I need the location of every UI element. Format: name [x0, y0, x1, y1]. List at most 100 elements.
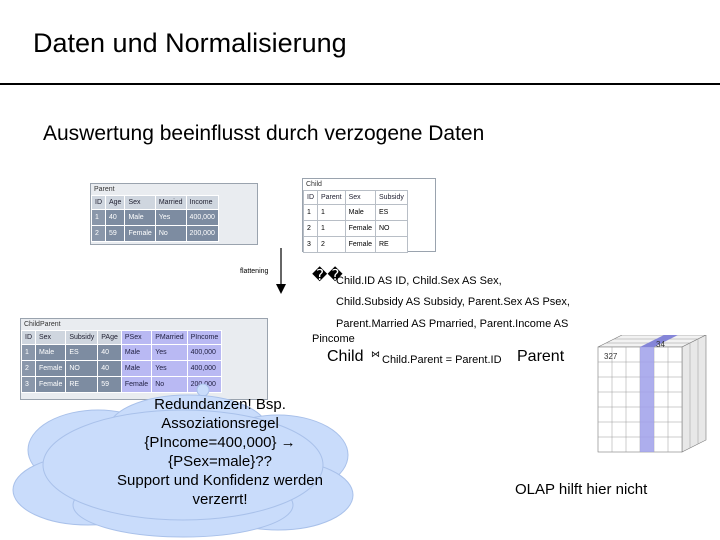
table-cell: ES — [65, 344, 99, 361]
table-cell: ES — [374, 204, 408, 221]
table-cell: RE — [65, 376, 99, 393]
cloud-line: Support und Konfidenz werden — [117, 472, 323, 489]
table-header-cell: Subsidy — [65, 330, 99, 345]
table-header-cell: PAge — [97, 330, 122, 345]
cube-label: 34 — [656, 340, 665, 349]
table-header-cell: Sex — [34, 330, 67, 345]
sql-line-3: Parent.Married AS Pmarried, Parent.Incom… — [336, 318, 569, 330]
slide-title: Daten und Normalisierung — [33, 28, 347, 58]
table-header-cell: PSex — [120, 330, 153, 345]
table-cell: Male — [124, 209, 156, 226]
sql-line-4: Pincome — [312, 333, 355, 345]
table-cell: 400,000 — [185, 209, 219, 226]
table-header-cell: PMarried — [151, 330, 188, 345]
table-cell: 59 — [97, 376, 122, 393]
cube-label: 9 — [656, 352, 661, 361]
cube-label: 327 — [604, 352, 618, 361]
cloud-line: Redundanzen! Bsp. — [154, 396, 286, 413]
table-cell: Yes — [154, 209, 187, 226]
cloud-line: Assoziationsregel — [161, 415, 279, 432]
table-cell: No — [151, 376, 188, 393]
olap-note: OLAP hilft hier nicht — [515, 481, 648, 498]
table-cell: 1 — [317, 204, 346, 221]
table-cell: RE — [374, 236, 408, 253]
table-header-cell: ID — [303, 190, 318, 205]
unknown-glyph-icon: �� — [312, 266, 343, 284]
table-header-cell: Sex — [344, 190, 376, 205]
table-cell: 1 — [21, 344, 36, 361]
join-right-table: Parent — [517, 348, 565, 365]
table-header-cell: PIncome — [186, 330, 223, 345]
table-cell: 400,000 — [186, 360, 223, 377]
table-cell: NO — [374, 220, 408, 237]
table-cell: 40 — [104, 209, 126, 226]
table-header-cell: Sex — [124, 195, 156, 210]
flatten-label: flattening — [240, 268, 269, 275]
table-header-cell: ID — [91, 195, 106, 210]
sql-line-1: Child.ID AS ID, Child.Sex AS Sex, — [336, 275, 502, 287]
table-cell: 40 — [97, 360, 122, 377]
table-cell: Yes — [151, 344, 188, 361]
table-cell: Female — [344, 236, 376, 253]
table-cell: 3 — [303, 236, 318, 253]
table-cell: 2 — [21, 360, 36, 377]
sql-line-2: Child.Subsidy AS Subsidy, Parent.Sex AS … — [336, 296, 570, 308]
join-condition: Child.Parent = Parent.ID — [382, 354, 502, 366]
table-header-cell: Subsidy — [374, 190, 408, 205]
join-icon: ⋈ — [371, 349, 380, 359]
cloud-line: {PSex=male}?? — [168, 453, 272, 470]
table-cell: 1 — [303, 204, 318, 221]
title-divider — [0, 83, 720, 85]
cloud-shape — [12, 383, 354, 538]
parent-table-caption: Parent — [94, 186, 115, 193]
table-cell: NO — [65, 360, 99, 377]
table-cell: Female — [120, 376, 153, 393]
flatten-arrow-icon — [276, 248, 286, 294]
table-cell: 40 — [97, 344, 122, 361]
cloud-message: Redundanzen! Bsp. Assoziationsregel {PIn… — [60, 395, 380, 509]
table-cell: 400,000 — [186, 344, 223, 361]
child-table-caption: Child — [306, 181, 322, 188]
table-header-cell: ID — [21, 330, 36, 345]
table-cell: Female — [124, 225, 156, 242]
cloud-line: verzerrt! — [192, 491, 248, 508]
table-cell: 2 — [317, 236, 346, 253]
table-cell: 2 — [91, 225, 106, 242]
childparent-table-caption: ChildParent — [24, 321, 61, 328]
table-cell: 3 — [21, 376, 36, 393]
table-cell: 59 — [104, 225, 126, 242]
table-cell: Yes — [151, 360, 188, 377]
cloud-line: {PIncome=400,000} → — [144, 434, 296, 451]
table-cell: 1 — [317, 220, 346, 237]
table-cell: Female — [34, 376, 67, 393]
table-header-cell: Married — [154, 195, 187, 210]
table-cell: 2 — [303, 220, 318, 237]
table-header-cell: Age — [104, 195, 126, 210]
join-left-table: Child — [327, 348, 364, 365]
table-cell: Male — [344, 204, 376, 221]
table-cell: Male — [120, 344, 153, 361]
olap-cube-icon — [597, 335, 707, 453]
table-cell: 1 — [91, 209, 106, 226]
table-cell: Male — [34, 344, 67, 361]
table-cell: No — [154, 225, 187, 242]
table-cell: Male — [120, 360, 153, 377]
table-header-cell: Income — [185, 195, 219, 210]
table-cell: 200,000 — [185, 225, 219, 242]
